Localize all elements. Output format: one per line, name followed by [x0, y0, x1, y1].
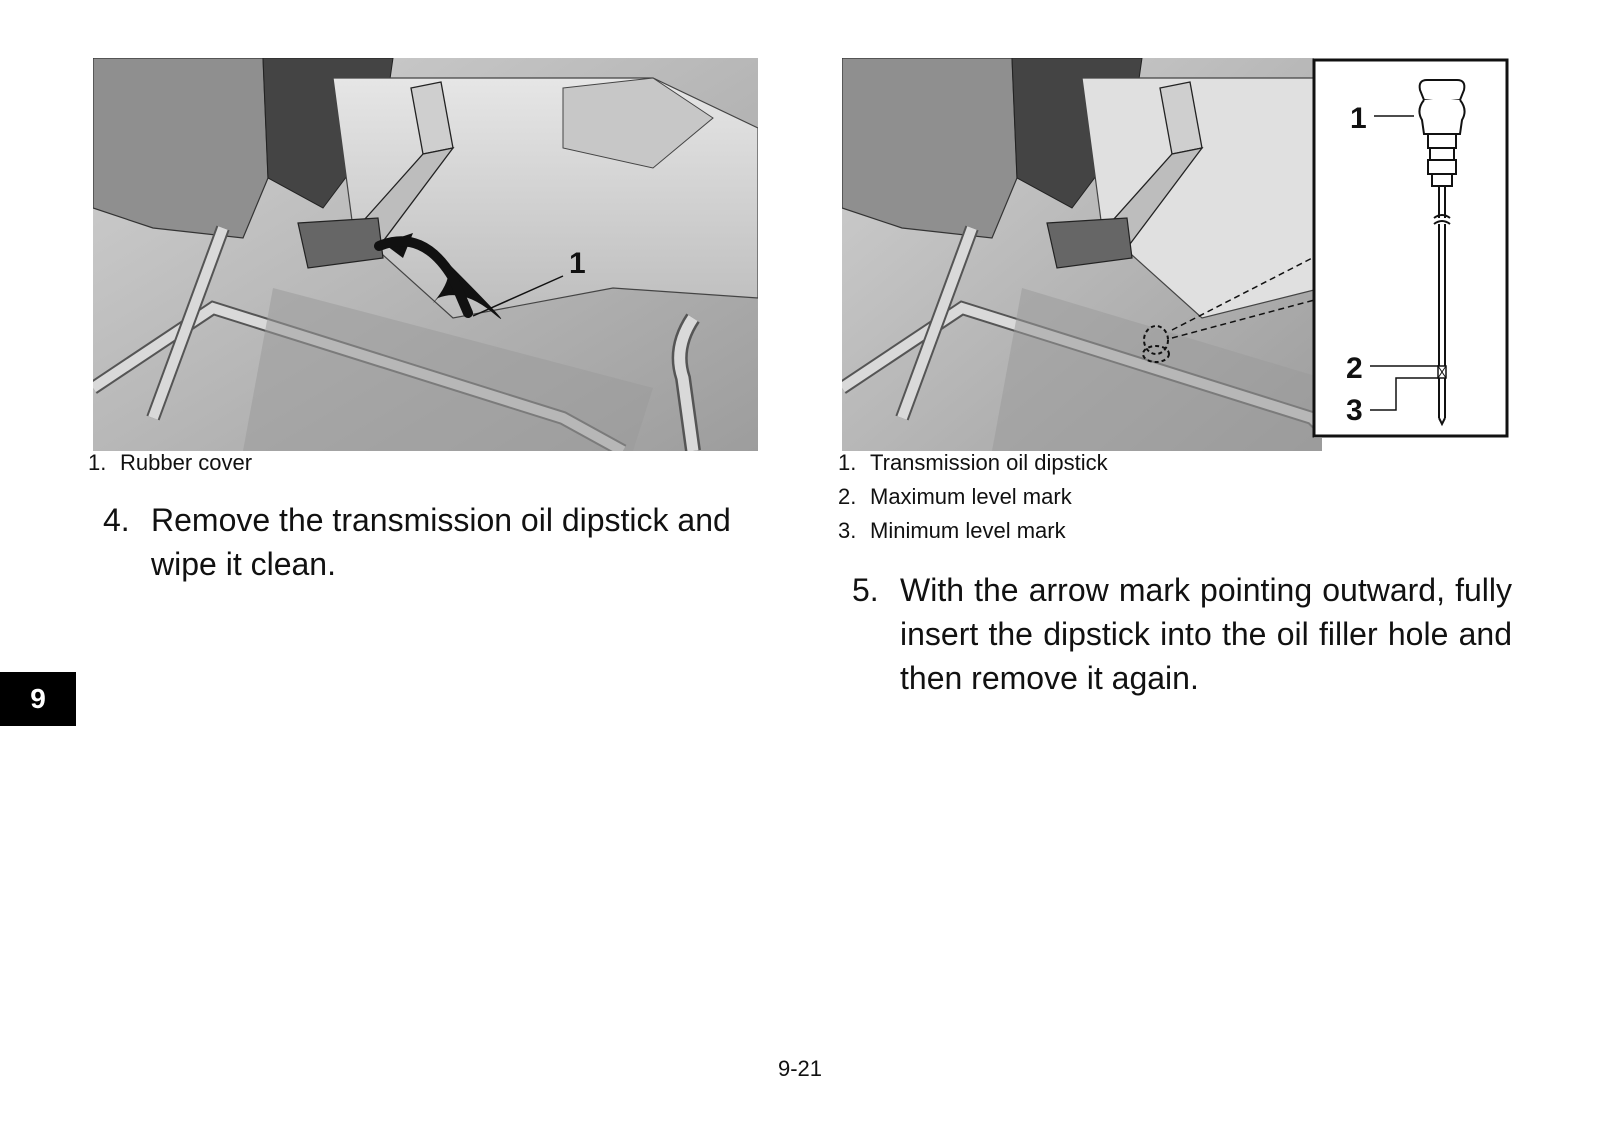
callout-1-label: 1: [1350, 102, 1367, 135]
page-number: 9-21: [777, 1056, 823, 1081]
rubber-cover-illustration: 1: [93, 58, 758, 451]
legend-item: 3.Minimum level mark: [838, 518, 1066, 543]
step-text: Remove the transmission oil dipstick and…: [151, 502, 731, 582]
step-4: 4. Remove the transmission oil dipstick …: [103, 498, 783, 586]
legend-item: 2.Maximum level mark: [838, 484, 1072, 509]
dipstick-illustration: 1 2 3: [842, 58, 1509, 451]
callout-2-label: 2: [1346, 352, 1363, 385]
figure-legend-left: 1.Rubber cover: [88, 446, 252, 480]
step-text: With the arrow mark pointing outward, fu…: [900, 572, 1512, 696]
step-5: 5. With the arrow mark pointing outward,…: [852, 568, 1512, 700]
legend-item: 1.Rubber cover: [88, 450, 253, 475]
rubber-cover-drawing: 1: [93, 58, 758, 451]
step-number: 5.: [852, 572, 879, 608]
figure-legend-right: 1.Transmission oil dipstick 2.Maximum le…: [838, 446, 1108, 548]
callout-3-label: 3: [1346, 394, 1363, 427]
dipstick-drawing: 1 2 3: [842, 58, 1509, 451]
legend-item: 1.Transmission oil dipstick: [838, 450, 1108, 475]
callout-1-label: 1: [569, 247, 586, 280]
step-number: 4.: [103, 502, 130, 538]
chapter-tab: 9: [0, 672, 76, 726]
